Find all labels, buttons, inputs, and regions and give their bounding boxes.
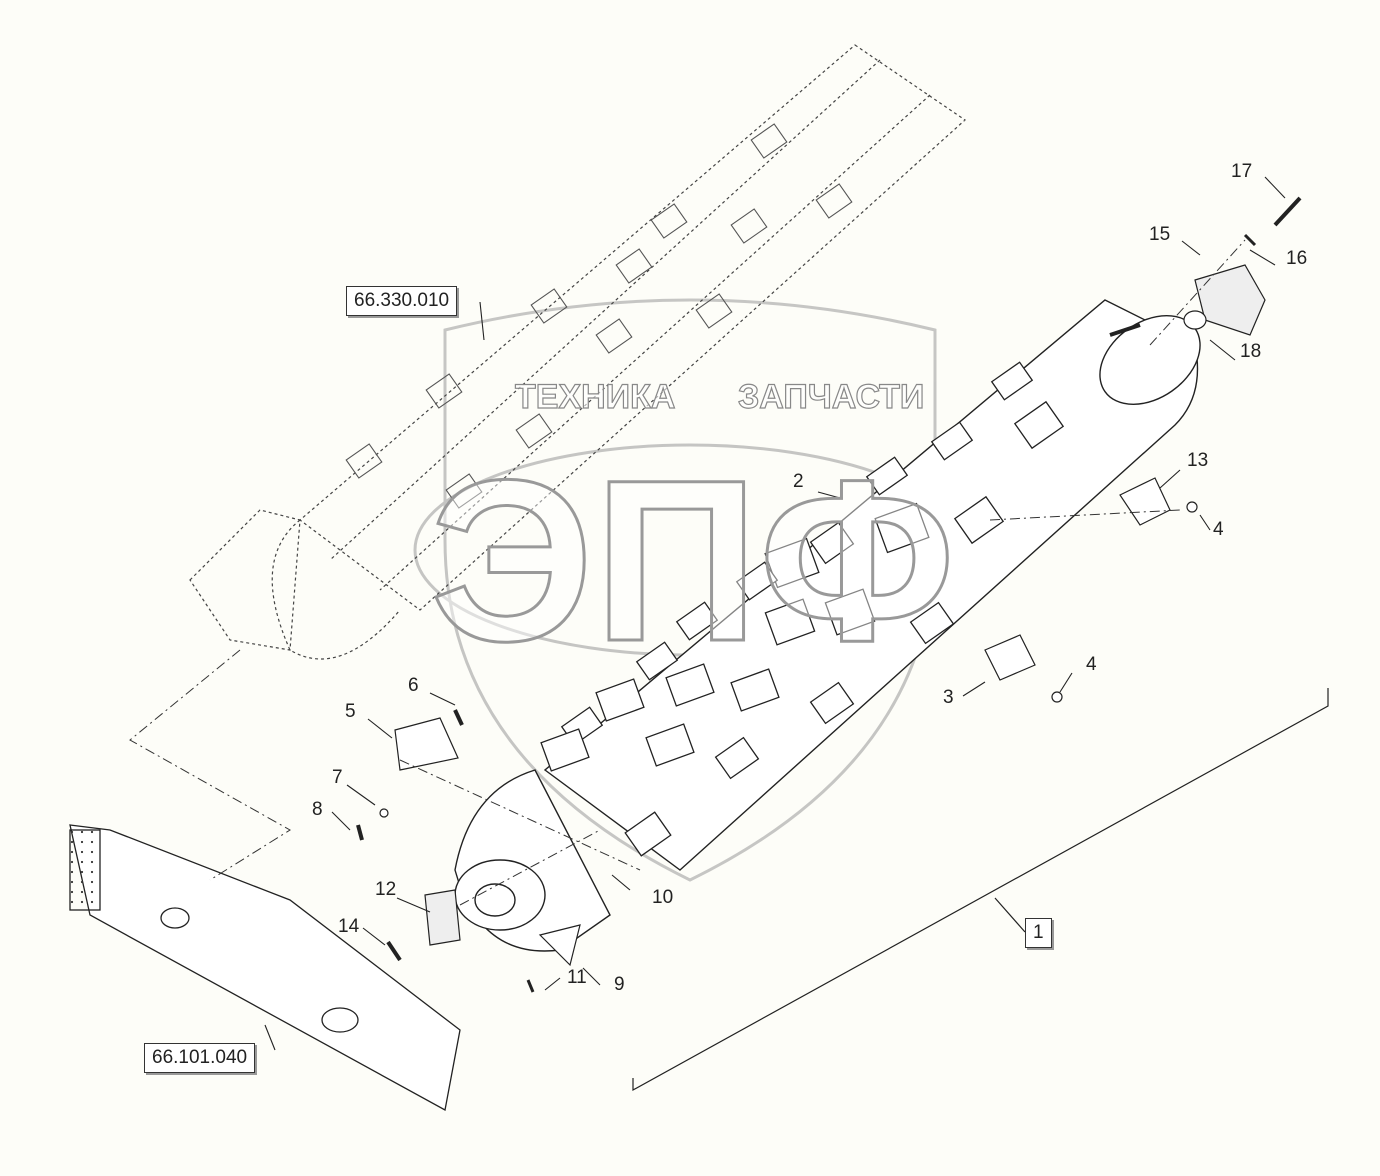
- callout-15: 15: [1149, 224, 1171, 245]
- assembly-bracket: [632, 688, 1329, 1092]
- callout-7: 7: [332, 767, 343, 788]
- callout-11: 11: [567, 967, 587, 988]
- frame-beam: [69, 824, 461, 1112]
- callout-4-upper: 4: [1213, 519, 1224, 540]
- rotor-ghost-teeth: [345, 123, 853, 509]
- hardware-parts: [356, 196, 1302, 993]
- callout-8: 8: [312, 799, 323, 820]
- callout-13: 13: [1187, 450, 1209, 471]
- callout-12: 12: [375, 879, 397, 900]
- callout-10: 10: [652, 887, 674, 908]
- callout-18: 18: [1240, 341, 1262, 362]
- callout-4-lower: 4: [1086, 654, 1097, 675]
- callout-14: 14: [338, 916, 360, 937]
- watermark-logo: ЭПФ: [430, 432, 955, 689]
- callout-16: 16: [1286, 248, 1308, 269]
- reference-box-assembly[interactable]: 1: [1025, 918, 1052, 948]
- callout-2: 2: [793, 471, 804, 492]
- rotor-ghost-outline: [189, 44, 966, 660]
- callout-6: 6: [408, 675, 419, 696]
- callout-17: 17: [1231, 161, 1253, 182]
- leader-lines: [264, 176, 1286, 1051]
- watermark-text-left: ТЕХНИКА: [515, 378, 675, 416]
- reference-box-top[interactable]: 66.330.010: [346, 286, 458, 316]
- callout-5: 5: [345, 701, 356, 722]
- watermark-text-right: ЗАПЧАСТИ: [738, 378, 924, 416]
- callout-9: 9: [614, 974, 625, 995]
- reference-box-bottom[interactable]: 66.101.040: [144, 1043, 256, 1073]
- rotor-main-teeth: [540, 361, 1065, 857]
- assembly-lines: [129, 239, 1246, 906]
- callout-3: 3: [943, 687, 954, 708]
